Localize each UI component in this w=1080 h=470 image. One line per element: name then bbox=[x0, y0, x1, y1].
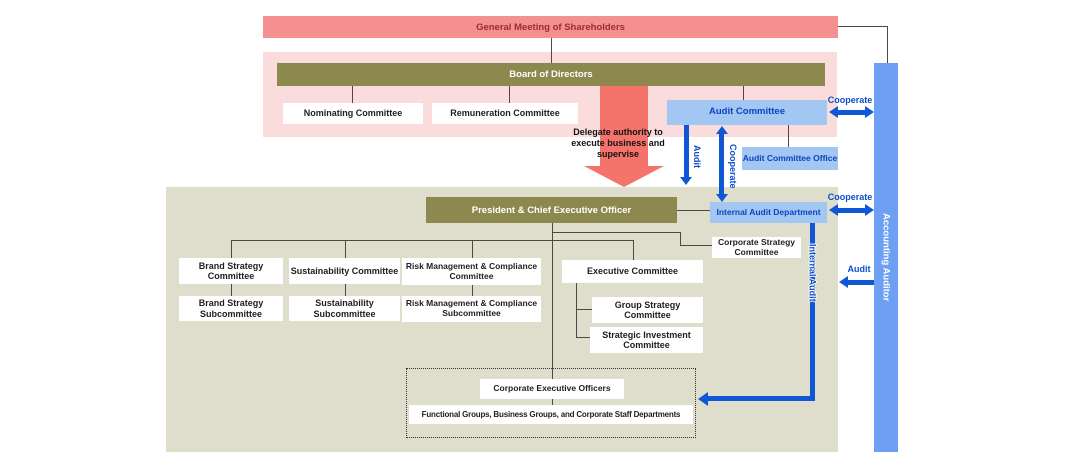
connector-president-iad bbox=[677, 210, 710, 211]
corporate-strategy-committee-label: Corporate Strategy Committee bbox=[718, 236, 795, 257]
cooperate-mid-text: Cooperate bbox=[827, 192, 873, 202]
executive-committee-label: Executive Committee bbox=[586, 266, 679, 277]
corporate-executive-officers-label: Corporate Executive Officers bbox=[493, 383, 611, 394]
connector-corp-strategy-v bbox=[680, 232, 681, 245]
cooperate-top-arrow-left-icon bbox=[829, 106, 838, 118]
connector-board-audit-committee bbox=[743, 86, 744, 100]
delegate-note: Delegate authority to execute business a… bbox=[562, 127, 674, 159]
internal-audit-label: Internal Audit bbox=[806, 238, 819, 308]
cooperate-mid-arrow-left-icon bbox=[829, 204, 838, 216]
connector-risk-sub bbox=[472, 284, 473, 296]
cooperate-mid-label: Cooperate bbox=[826, 192, 874, 202]
audit-down-arrow-head-icon bbox=[680, 177, 692, 185]
audit-committee-office-label: Audit Committee Office bbox=[742, 152, 838, 163]
audit-committee-box: Audit Committee bbox=[667, 100, 827, 125]
connector-corp-strategy-h1 bbox=[552, 232, 680, 233]
connector-drop-sustainability bbox=[345, 240, 346, 258]
general-meeting-bar: General Meeting of Shareholders bbox=[263, 16, 838, 38]
sustainability-subcommittee-label: Sustainability Subcommittee bbox=[313, 298, 376, 319]
auditor-audit-arrow-shaft bbox=[847, 280, 874, 285]
audit-down-arrow-shaft bbox=[684, 125, 689, 177]
connector-exec-v bbox=[576, 283, 577, 338]
audit-right-text: Audit bbox=[847, 264, 871, 274]
delegate-arrow-shaft bbox=[600, 86, 648, 166]
strategic-investment-committee-label: Strategic Investment Committee bbox=[602, 329, 691, 350]
brand-strategy-subcommittee-box: Brand Strategy Subcommittee bbox=[179, 296, 283, 321]
connector-sustainability-sub bbox=[345, 284, 346, 296]
cooperate-vertical-arrow-up-icon bbox=[716, 126, 728, 134]
internal-audit-arrow-head-icon bbox=[698, 392, 708, 406]
connector-bus bbox=[231, 240, 634, 241]
connector-board-remuneration bbox=[509, 86, 510, 103]
delegate-arrow-head-icon bbox=[584, 166, 664, 187]
board-of-directors-bar: Board of Directors bbox=[277, 63, 825, 86]
connector-audit-office bbox=[788, 125, 789, 147]
accounting-auditor-label: Accounting Auditor bbox=[880, 213, 892, 302]
internal-audit-department-label: Internal Audit Department bbox=[716, 206, 821, 217]
brand-strategy-subcommittee-label: Brand Strategy Subcommittee bbox=[198, 298, 264, 319]
accounting-auditor-bar: Accounting Auditor bbox=[874, 63, 898, 452]
cooperate-top-text: Cooperate bbox=[827, 95, 873, 105]
connector-corp-strategy-h2 bbox=[680, 245, 712, 246]
cooperate-top-label: Cooperate bbox=[826, 95, 874, 105]
internal-audit-line-vertical bbox=[810, 223, 815, 398]
connector-exec-strategic bbox=[576, 337, 590, 338]
internal-audit-line-horizontal bbox=[707, 396, 815, 401]
audit-right-label: Audit bbox=[841, 264, 877, 274]
general-meeting-label: General Meeting of Shareholders bbox=[476, 21, 625, 33]
cooperate-mid-arrow-shaft bbox=[836, 208, 866, 213]
audit-vertical-text: Audit bbox=[692, 144, 702, 168]
cooperate-top-arrow-shaft bbox=[836, 110, 866, 115]
audit-committee-office-box: Audit Committee Office bbox=[742, 147, 838, 170]
president-bar: President & Chief Executive Officer bbox=[426, 197, 677, 223]
corporate-strategy-committee-box: Corporate Strategy Committee bbox=[712, 237, 801, 258]
remuneration-committee-box: Remuneration Committee bbox=[432, 103, 578, 124]
sustainability-subcommittee-box: Sustainability Subcommittee bbox=[289, 296, 400, 321]
group-strategy-committee-box: Group Strategy Committee bbox=[592, 297, 703, 323]
risk-committee-box: Risk Management & Compliance Committee bbox=[402, 258, 541, 285]
corporate-executive-officers-box: Corporate Executive Officers bbox=[480, 379, 624, 399]
sustainability-committee-label: Sustainability Committee bbox=[290, 265, 399, 276]
connector-brand-sub bbox=[231, 284, 232, 296]
strategic-investment-committee-box: Strategic Investment Committee bbox=[590, 327, 703, 353]
risk-committee-label: Risk Management & Compliance Committee bbox=[405, 260, 538, 281]
nominating-committee-box: Nominating Committee bbox=[283, 103, 423, 124]
group-strategy-committee-label: Group Strategy Committee bbox=[614, 299, 681, 320]
functional-groups-box: Functional Groups, Business Groups, and … bbox=[409, 405, 693, 424]
brand-strategy-committee-box: Brand Strategy Committee bbox=[179, 258, 283, 284]
remuneration-committee-label: Remuneration Committee bbox=[450, 108, 560, 119]
auditor-audit-arrow-head-icon bbox=[839, 276, 848, 288]
connector-gms-board bbox=[551, 38, 552, 63]
connector-drop-brand bbox=[231, 240, 232, 258]
audit-vertical-label: Audit bbox=[691, 136, 703, 176]
brand-strategy-committee-label: Brand Strategy Committee bbox=[198, 260, 264, 281]
connector-drop-executive bbox=[633, 240, 634, 260]
cooperate-vertical-text: Cooperate bbox=[728, 143, 738, 189]
cooperate-top-arrow-right-icon bbox=[865, 106, 874, 118]
internal-audit-department-box: Internal Audit Department bbox=[710, 202, 827, 223]
connector-drop-risk bbox=[472, 240, 473, 258]
audit-committee-label: Audit Committee bbox=[709, 106, 785, 118]
functional-groups-label: Functional Groups, Business Groups, and … bbox=[421, 409, 681, 419]
risk-subcommittee-box: Risk Management & Compliance Subcommitte… bbox=[402, 296, 541, 322]
risk-subcommittee-label: Risk Management & Compliance Subcommitte… bbox=[405, 298, 538, 318]
board-of-directors-label: Board of Directors bbox=[509, 69, 593, 80]
connector-president-down bbox=[552, 223, 553, 406]
connector-gms-auditor-h bbox=[838, 26, 887, 27]
sustainability-committee-box: Sustainability Committee bbox=[289, 258, 400, 284]
delegate-note-text: Delegate authority to execute business a… bbox=[571, 127, 665, 159]
cooperate-vertical-label: Cooperate bbox=[727, 134, 739, 198]
nominating-committee-label: Nominating Committee bbox=[303, 108, 403, 119]
connector-exec-group bbox=[576, 309, 592, 310]
executive-committee-box: Executive Committee bbox=[562, 260, 703, 283]
connector-board-nominating bbox=[352, 86, 353, 103]
cooperate-mid-arrow-right-icon bbox=[865, 204, 874, 216]
cooperate-vertical-arrow-shaft bbox=[719, 134, 724, 194]
corporate-executive-group bbox=[406, 368, 696, 438]
internal-audit-text: Internal Audit bbox=[807, 244, 818, 302]
president-label: President & Chief Executive Officer bbox=[471, 204, 632, 216]
cooperate-vertical-arrow-down-icon bbox=[716, 194, 728, 202]
connector-gms-auditor-v bbox=[887, 26, 888, 64]
